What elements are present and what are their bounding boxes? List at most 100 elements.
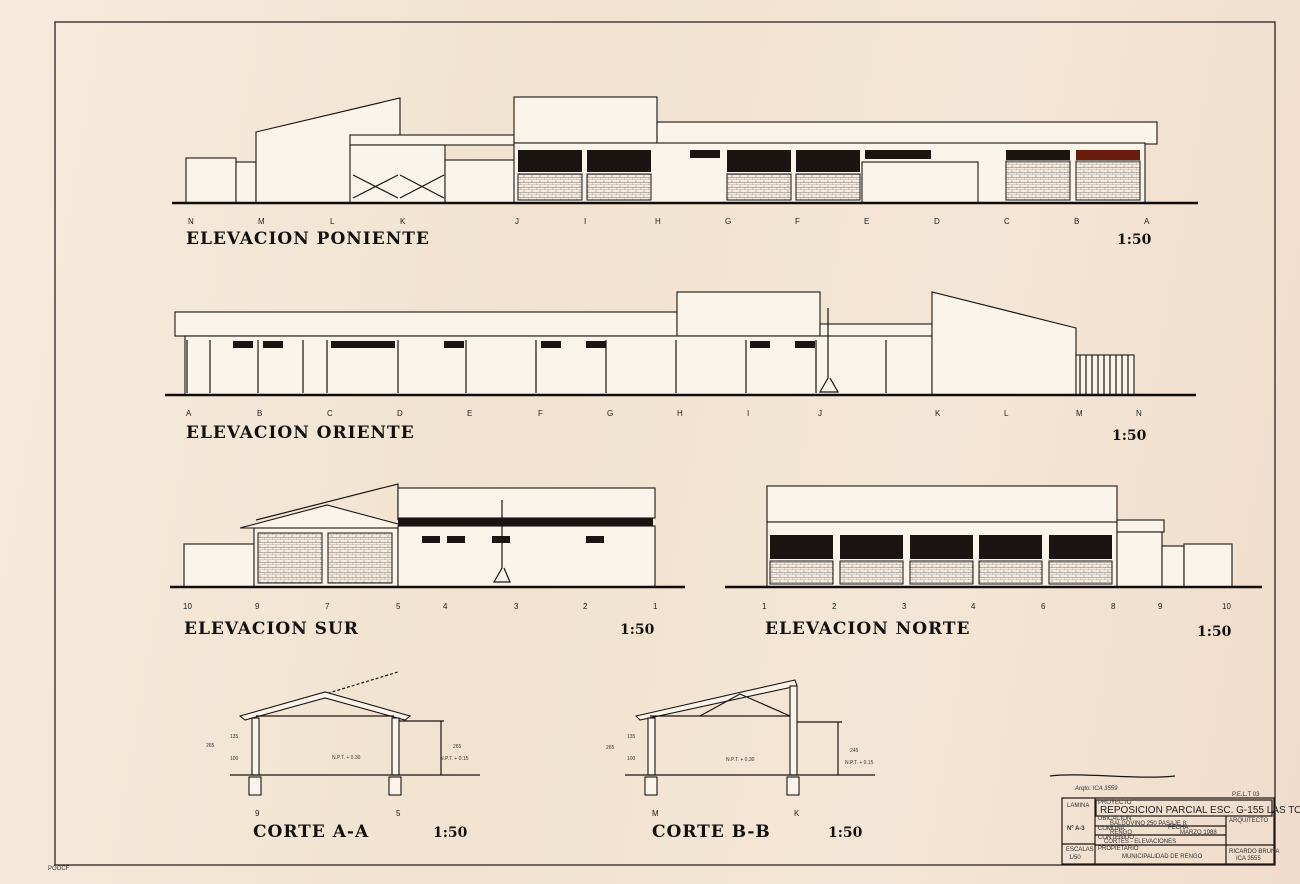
axis-label: 9 — [255, 602, 260, 611]
dimension-label: 265 — [206, 743, 215, 749]
axis-label: 4 — [971, 602, 976, 611]
sheet-border — [54, 21, 1276, 866]
contenido-label: CONTENIDO — [1098, 835, 1134, 841]
elevation-title: ELEVACION SUR — [184, 619, 359, 639]
elevacion-oriente: A B C D E F G H I J K L M N ELEVACION OR… — [165, 291, 1196, 444]
axis-label: I — [747, 409, 749, 418]
axis-label: 10 — [1222, 602, 1231, 611]
axis-label: D — [934, 217, 940, 226]
propietario-label: PROPIETARIO — [1098, 846, 1139, 852]
propietario-value: MUNICIPALIDAD DE RENGO — [1122, 854, 1203, 860]
axis-label: J — [818, 409, 822, 418]
elevation-scale: 1:50 — [1112, 428, 1147, 444]
axis-label: 5 — [396, 809, 401, 818]
axis-label: L — [330, 217, 335, 226]
axis-label: H — [677, 409, 683, 418]
axis-label: 1 — [762, 602, 767, 611]
comuna-value: RENGO — [1110, 830, 1132, 836]
axis-label: L — [1004, 409, 1009, 418]
axis-label: D — [397, 409, 403, 418]
section-title: CORTE A-A — [253, 822, 369, 842]
axis-labels-sur: 10 9 7 5 4 3 2 1 — [183, 602, 658, 611]
axis-label: K — [400, 217, 406, 226]
axis-label: 1 — [653, 602, 658, 611]
axis-label: 7 — [325, 602, 330, 611]
arquitecto-label: ARQUITECTO — [1229, 818, 1269, 824]
axis-label: 8 — [1111, 602, 1116, 611]
axis-label: H — [655, 217, 661, 226]
signature-text: Arqto. ICA 3559 — [1074, 786, 1118, 792]
proyecto-value: REPOSICION PARCIAL ESC. G-155 LAS TORRES — [1100, 805, 1300, 816]
archive-stamp: POOCF — [48, 866, 70, 872]
axis-label: 2 — [832, 602, 837, 611]
axis-labels-oriente: A B C D E F G H I J K L M N — [186, 409, 1142, 418]
axis-label: E — [864, 217, 869, 226]
elevacion-poniente: N M L K J I H G F E D C B A ELEVACION PO… — [172, 96, 1198, 249]
fecha-value: MARZO 1988 — [1180, 830, 1217, 836]
dimension-label: 100 — [230, 756, 239, 762]
arquitecto-registro: ICA 3555 — [1236, 856, 1261, 862]
axis-label: 4 — [443, 602, 448, 611]
axis-label: 5 — [396, 602, 401, 611]
dimension-label: 135 — [627, 734, 636, 740]
axis-label: B — [1074, 217, 1079, 226]
lamina-value: Nº A-3 — [1067, 826, 1085, 832]
dimension-label: 100 — [627, 756, 636, 762]
elevation-scale: 1:50 — [620, 622, 655, 638]
axis-label: 6 — [1041, 602, 1046, 611]
axis-label: M — [258, 217, 265, 226]
dimension-label: 135 — [230, 734, 239, 740]
elevation-title: ELEVACION ORIENTE — [186, 423, 415, 443]
axis-label: E — [467, 409, 472, 418]
axis-label: A — [186, 409, 192, 418]
ubicacion-label: UBICACION — [1098, 816, 1131, 822]
dimension-label: 265 — [606, 745, 615, 751]
section-scale: 1:50 — [433, 825, 468, 841]
axis-label: M — [652, 809, 659, 818]
axis-label: G — [725, 217, 731, 226]
escala-label: ESCALAS — [1066, 847, 1094, 853]
axis-label: J — [515, 217, 519, 226]
arquitecto-value: RICARDO BRUNA — [1229, 849, 1279, 855]
sheet-code: P.E.L.T 03 — [1232, 792, 1260, 798]
axis-label: K — [794, 809, 800, 818]
dimension-label: 245 — [850, 748, 859, 754]
elevation-title: ELEVACION NORTE — [765, 619, 970, 639]
axis-label: C — [327, 409, 333, 418]
axis-label: 3 — [514, 602, 519, 611]
axis-label: 3 — [902, 602, 907, 611]
axis-label: F — [538, 409, 543, 418]
axis-labels-poniente: N M L K J I H G F E D C B A — [188, 217, 1150, 226]
comuna-label: COMUNA — [1098, 826, 1125, 832]
dimension-label: N.P.T. + 0.15 — [845, 760, 874, 766]
axis-label: F — [795, 217, 800, 226]
corte-b-b: 265 135 100 245 N.P.T. + 0.30 N.P.T. + 0… — [606, 679, 875, 842]
lamina-label: LAMINA — [1067, 803, 1089, 809]
axis-label: M — [1076, 409, 1083, 418]
dimension-label: 265 — [453, 744, 462, 750]
proyecto-label: PROYECTO — [1098, 800, 1132, 806]
axis-label: G — [607, 409, 613, 418]
axis-label: 2 — [583, 602, 588, 611]
elevacion-norte: 1 2 3 4 6 8 9 10 ELEVACION NORTE 1:50 — [725, 485, 1262, 640]
axis-label: 9 — [1158, 602, 1163, 611]
axis-label: 9 — [255, 809, 260, 818]
section-title: CORTE B-B — [652, 822, 771, 842]
elevation-scale: 1:50 — [1197, 624, 1232, 640]
dimension-label: N.P.T. + 0.15 — [440, 756, 469, 762]
axis-label: 10 — [183, 602, 192, 611]
axis-label: I — [584, 217, 586, 226]
escala-value: 1/50 — [1069, 855, 1081, 861]
axis-label: N — [188, 217, 194, 226]
axis-label: C — [1004, 217, 1010, 226]
axis-label: A — [1144, 217, 1150, 226]
dimension-label: N.P.T. + 0.30 — [332, 755, 361, 761]
fecha-label: FECHA — [1168, 825, 1188, 831]
axis-labels-norte: 1 2 3 4 6 8 9 10 — [762, 602, 1231, 611]
dimension-label: N.P.T. + 0.30 — [726, 757, 755, 763]
elevation-title: ELEVACION PONIENTE — [186, 229, 430, 249]
elevacion-sur: 10 9 7 5 4 3 2 1 ELEVACION SUR 1:50 — [170, 483, 685, 639]
corte-a-a: 265 135 100 265 N.P.T. + 0.30 N.P.T. + 0… — [206, 671, 480, 842]
